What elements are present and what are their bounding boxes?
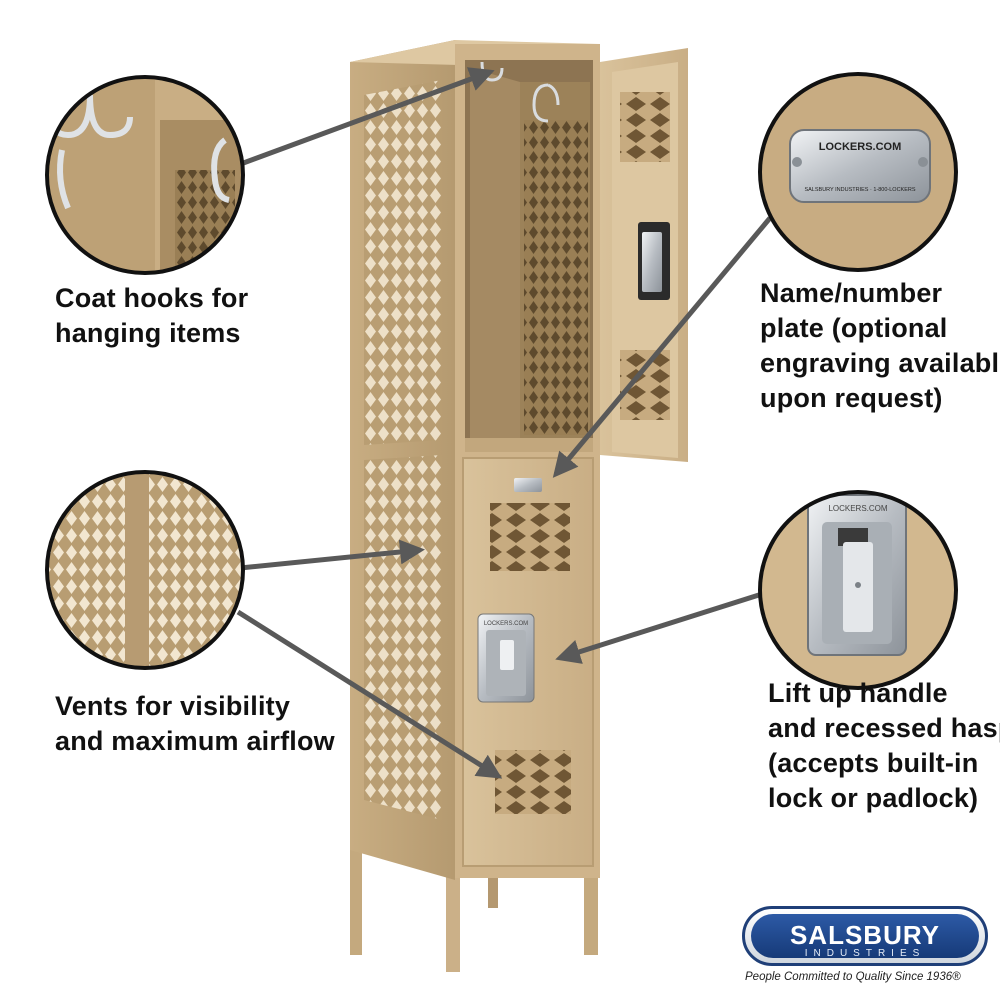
salsbury-logo: SALSBURY INDUSTRIES bbox=[742, 906, 988, 966]
detail-nameplate: LOCKERS.COM SALSBURY INDUSTRIES · 1-800-… bbox=[758, 72, 958, 272]
caption-line: upon request) bbox=[760, 383, 943, 413]
arrow-handle bbox=[555, 591, 763, 664]
caption-vents: Vents for visibility and maximum airflow bbox=[55, 689, 335, 759]
detail-handle: LOCKERS.COM bbox=[758, 490, 958, 690]
caption-line: and recessed hasp bbox=[768, 713, 1000, 743]
detail-vents bbox=[45, 470, 245, 670]
locker-leg bbox=[446, 870, 460, 972]
caption-line: engraving available bbox=[760, 348, 1000, 378]
caption-line: lock or padlock) bbox=[768, 783, 979, 813]
logo-subtitle: INDUSTRIES bbox=[804, 948, 926, 959]
callout-arrows bbox=[236, 67, 772, 779]
caption-line: Vents for visibility bbox=[55, 691, 291, 721]
caption-line: (accepts built-in bbox=[768, 748, 979, 778]
arrow-hooks bbox=[237, 67, 495, 168]
lower-door-handle-text: LOCKERS.COM bbox=[484, 621, 528, 627]
locker-leg bbox=[350, 835, 362, 955]
caption-nameplate: Name/number plate (optional engraving av… bbox=[760, 276, 1000, 416]
arrow-vent-side bbox=[239, 539, 425, 571]
caption-line: plate (optional bbox=[760, 313, 948, 343]
logo-badge: SALSBURY INDUSTRIES bbox=[751, 914, 979, 959]
caption-hooks: Coat hooks for hanging items bbox=[55, 281, 248, 351]
nameplate-top-text: LOCKERS.COM bbox=[819, 141, 902, 153]
detail-hooks bbox=[45, 75, 245, 275]
logo-name: SALSBURY bbox=[789, 920, 941, 950]
lower-door-number-plate bbox=[514, 478, 542, 492]
lower-door-vent-top bbox=[490, 503, 570, 571]
lower-door-vent-bottom bbox=[495, 750, 571, 814]
nameplate-bottom-text: SALSBURY INDUSTRIES · 1-800-LOCKERS bbox=[804, 187, 915, 193]
logo-tagline: People Committed to Quality Since 1936® bbox=[745, 971, 961, 983]
arrow-vent-door bbox=[236, 609, 503, 779]
locker: LOCKERS.COM bbox=[350, 40, 688, 972]
handle-detail-text: LOCKERS.COM bbox=[828, 504, 887, 513]
locker-leg bbox=[584, 860, 598, 955]
locker-leg bbox=[488, 870, 498, 908]
caption-line: Name/number bbox=[760, 278, 943, 308]
caption-line: Lift up handle bbox=[768, 678, 948, 708]
caption-line: and maximum airflow bbox=[55, 726, 335, 756]
caption-line: Coat hooks for bbox=[55, 283, 249, 313]
caption-handle: Lift up handle and recessed hasp (accept… bbox=[768, 676, 1000, 816]
arrow-plate bbox=[552, 216, 772, 478]
coat-hook bbox=[532, 83, 549, 123]
caption-line: hanging items bbox=[55, 318, 241, 348]
